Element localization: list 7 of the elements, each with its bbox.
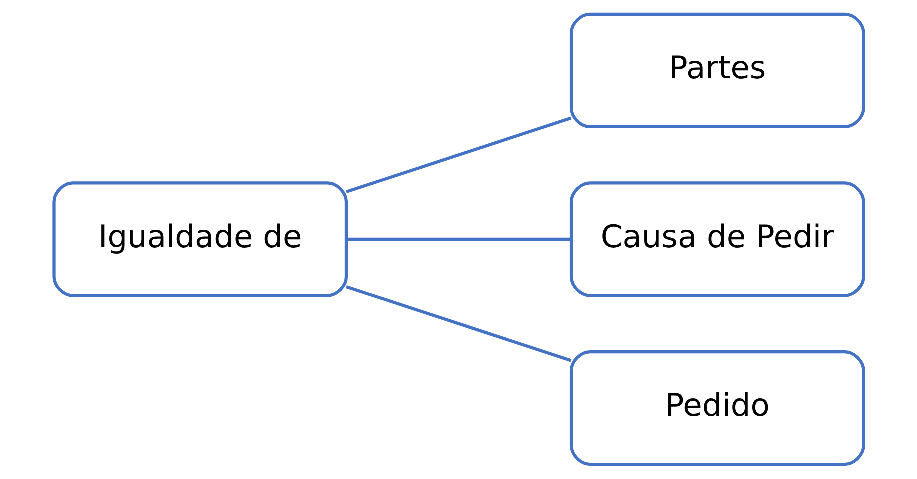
- connector: [346, 238, 571, 242]
- connector: [346, 285, 572, 362]
- node-box: Partes: [569, 12, 865, 129]
- node-box: Pedido: [569, 350, 865, 466]
- node-box: Causa de Pedir: [569, 182, 865, 298]
- connector: [346, 116, 572, 194]
- node-box: Igualdade de: [52, 182, 348, 298]
